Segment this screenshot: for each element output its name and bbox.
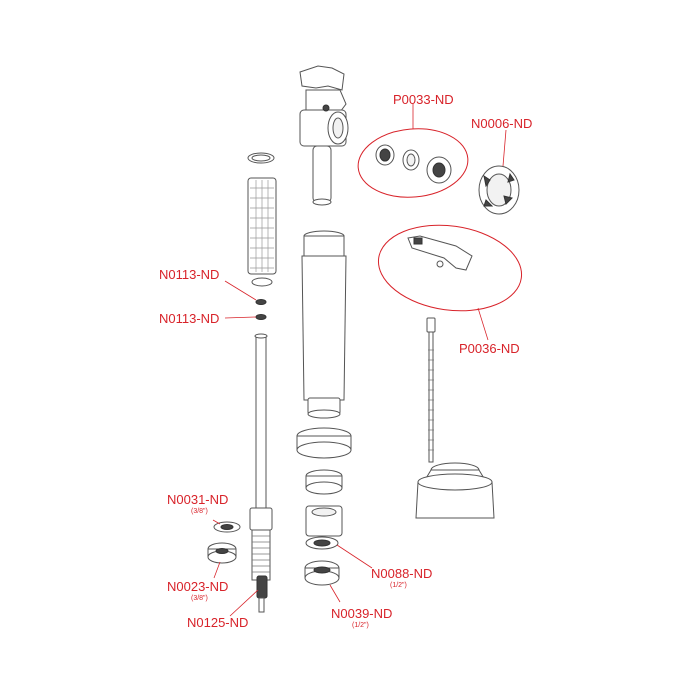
label-n0113-upper: N0113-ND xyxy=(159,267,220,282)
label-n0031-size: (3/8") xyxy=(191,508,208,515)
label-n0006: N0006-ND xyxy=(471,116,533,131)
label-n0039: N0039-ND xyxy=(331,606,393,621)
n0006-nut xyxy=(478,129,520,215)
filter-screen xyxy=(247,152,277,287)
label-n0088-size: (1/2") xyxy=(390,582,407,589)
p0033-seal-kit xyxy=(357,104,469,198)
clip-ring xyxy=(305,469,343,495)
label-n0031: N0031-ND xyxy=(167,492,229,507)
adjustment-rod xyxy=(426,317,436,463)
label-n0023: N0023-ND xyxy=(167,579,229,594)
stem-assembly xyxy=(249,333,273,581)
label-n0088: N0088-ND xyxy=(371,566,433,581)
n0125-pin xyxy=(229,575,268,617)
label-n0023-size: (3/8") xyxy=(191,595,208,602)
label-n0113-lower: N0113-ND xyxy=(159,311,220,326)
n0113-o-rings xyxy=(224,280,267,320)
n0023-lead-line xyxy=(213,561,221,579)
valve-head-assembly xyxy=(299,65,349,206)
label-n0125: N0125-ND xyxy=(187,615,249,630)
label-p0033: P0033-ND xyxy=(393,92,454,107)
collar-ring xyxy=(296,427,352,459)
label-p0036: P0036-ND xyxy=(459,341,520,356)
threaded-shank xyxy=(305,505,343,537)
n0088-washer xyxy=(305,536,373,569)
main-tube xyxy=(301,230,347,419)
n0039-nut xyxy=(304,560,341,603)
n0031-lead-line xyxy=(212,519,221,525)
n0031-washer xyxy=(213,521,241,533)
label-n0039-size: (1/2") xyxy=(352,622,369,629)
float-cup xyxy=(415,462,495,519)
p0036-lever-kit xyxy=(377,224,523,341)
n0023-nut xyxy=(207,542,237,564)
